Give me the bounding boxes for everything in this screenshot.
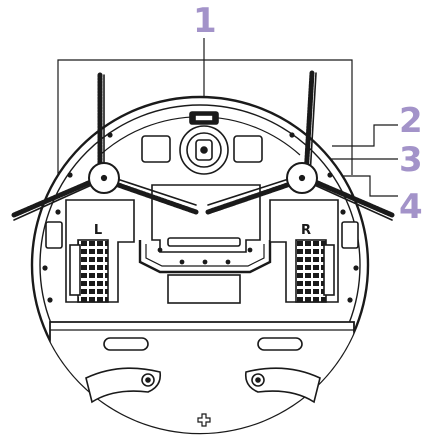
battery-cover: [167, 274, 241, 304]
callout-4: 4: [399, 187, 423, 227]
side-brush-left: [11, 72, 199, 221]
callout-2: 2: [399, 101, 423, 141]
side-brush-right: [205, 70, 395, 221]
side-clips: [45, 221, 359, 249]
cliff-sensor-right: [233, 135, 263, 163]
front-sensor: [189, 111, 219, 125]
callout-3: 3: [399, 140, 423, 180]
caster-wheel: [179, 125, 229, 175]
callout-1: 1: [193, 1, 217, 41]
callout-frame-lines: [57, 38, 398, 197]
right-wheel-module: R: [269, 199, 339, 303]
rim-screws: [42, 132, 359, 303]
wheel-label-left: L: [94, 223, 102, 238]
housing-screws: [157, 247, 253, 265]
cliff-sensor-left: [141, 135, 171, 163]
left-wheel-module: L: [65, 199, 135, 303]
wheel-label-right: R: [301, 223, 311, 238]
tank-details: [85, 337, 321, 427]
